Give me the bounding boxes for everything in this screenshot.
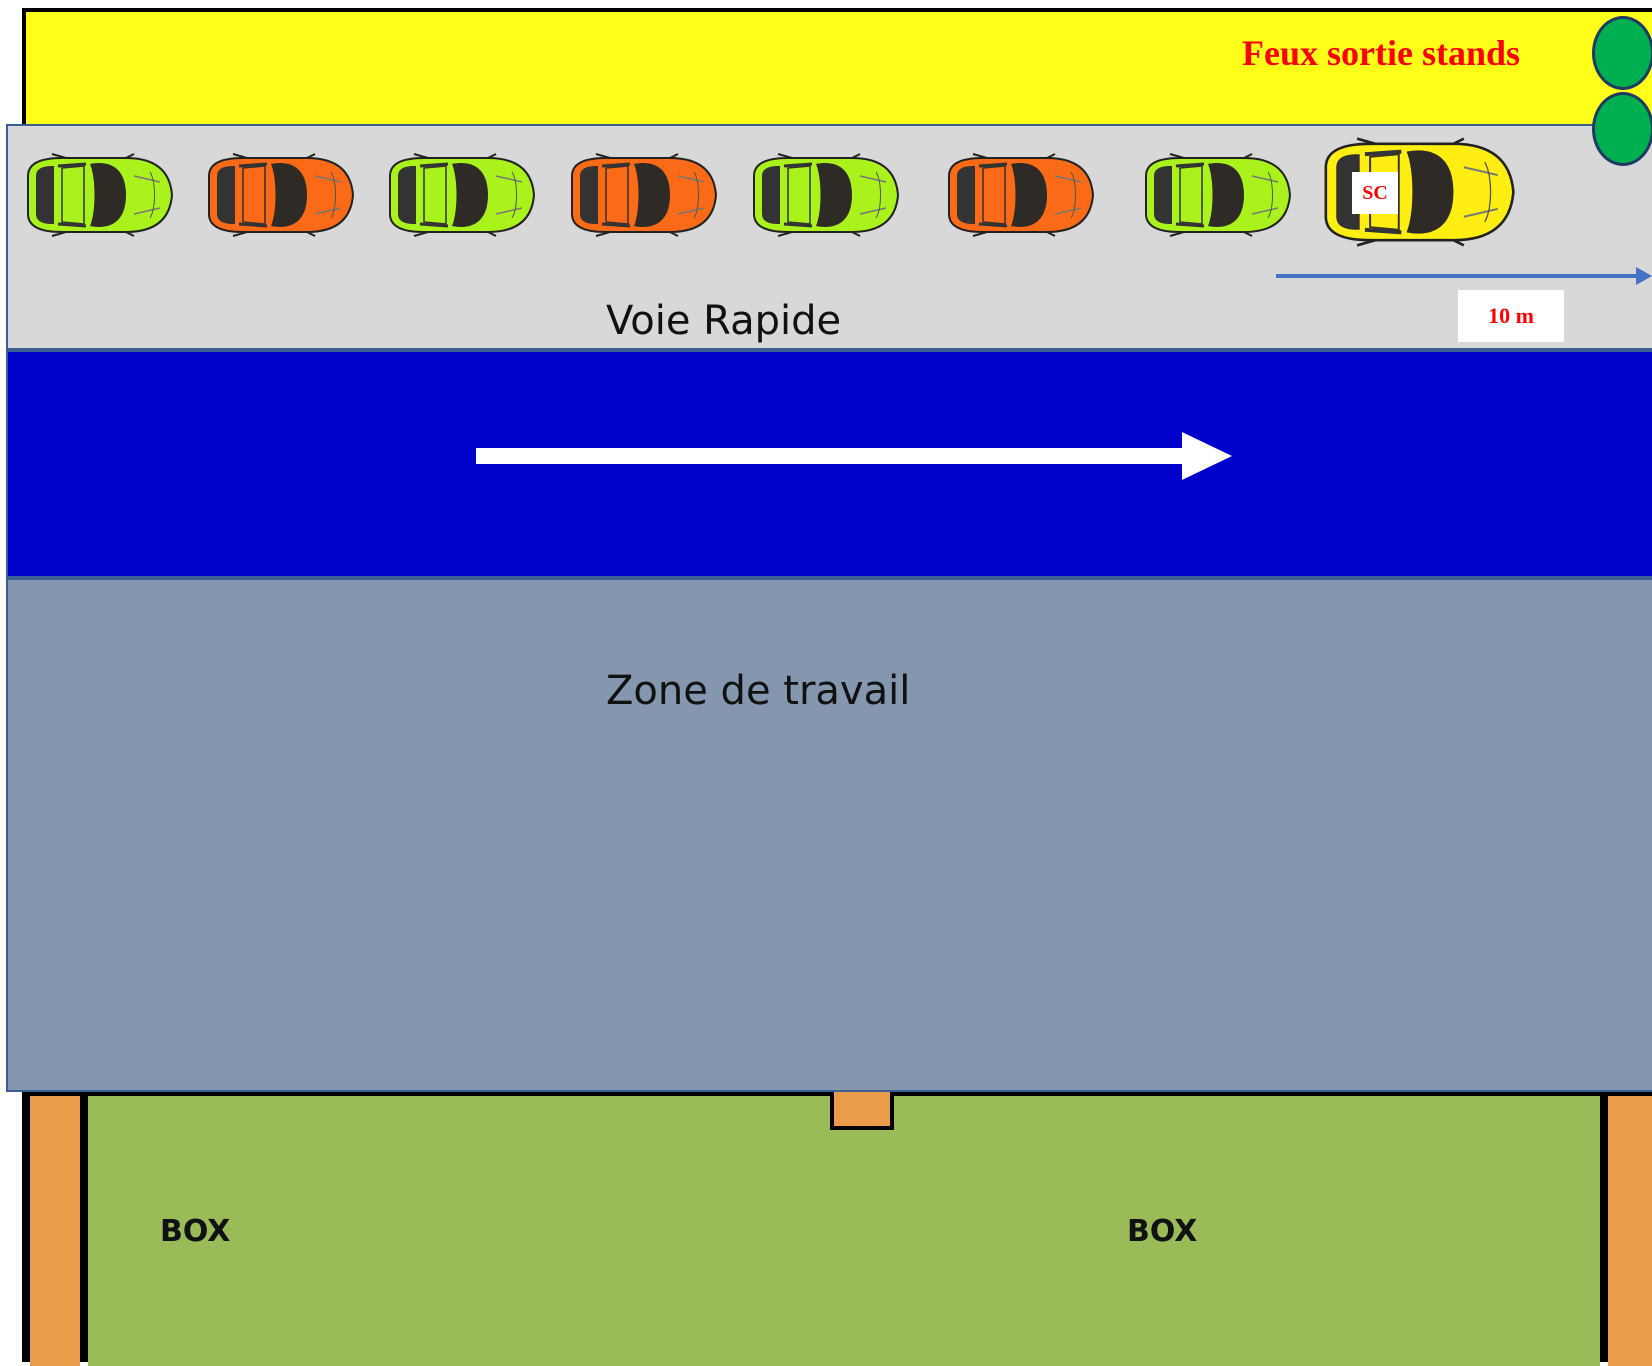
distance-label-bg [1458, 290, 1564, 342]
car-4 [566, 152, 718, 242]
box-label-right: BOX [1127, 1214, 1198, 1249]
safety-car [1306, 136, 1528, 252]
box-label-left: BOX [160, 1214, 231, 1249]
direction-arrow [476, 432, 1232, 480]
pit-wall-band [22, 8, 1652, 124]
fast-lane-label: Voie Rapide [606, 298, 842, 344]
car-2 [203, 152, 355, 242]
work-zone [6, 578, 1652, 1092]
safety-car-badge-bg [1352, 172, 1398, 214]
garage-area [88, 1096, 1600, 1366]
work-zone-label: Zone de travail [606, 668, 911, 714]
distance-label: 10 m [1488, 303, 1534, 328]
car-6 [943, 152, 1095, 242]
pit-exit-lights-title: Feux sortie stands [1242, 33, 1520, 73]
safety-car-badge: SC [1362, 182, 1388, 204]
car-1 [22, 152, 174, 242]
box-pillar-right [1608, 1096, 1652, 1366]
traffic-light-green [1592, 92, 1652, 166]
traffic-light-green [1592, 16, 1652, 90]
box-pillar-left [30, 1096, 80, 1366]
box-divider-post [830, 1092, 894, 1130]
car-3 [384, 152, 536, 242]
distance-arrow [1276, 267, 1652, 285]
car-5 [748, 152, 900, 242]
car-7 [1140, 152, 1292, 242]
